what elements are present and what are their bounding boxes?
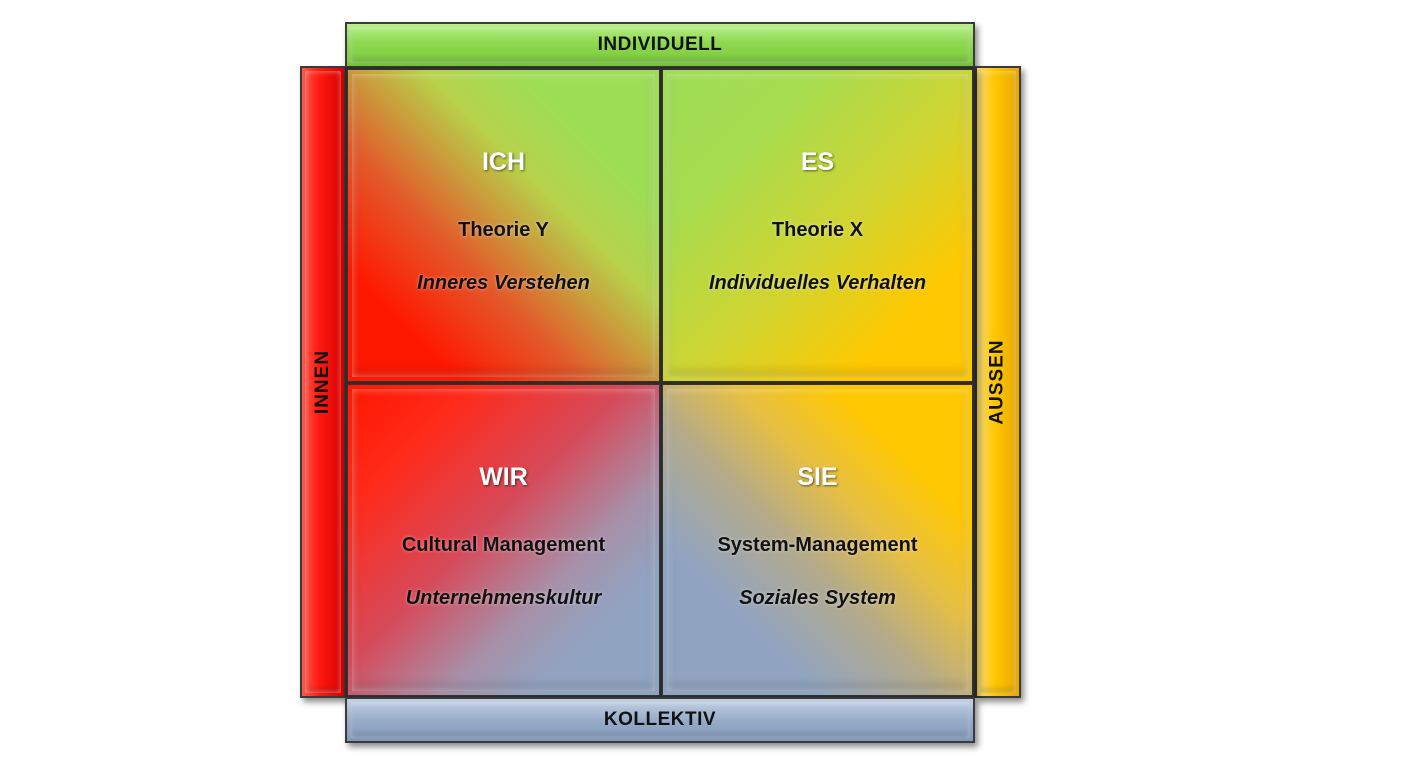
axis-innen-bar: INNEN <box>300 66 346 698</box>
quadrant-ich-description: Inneres Verstehen <box>417 272 590 294</box>
axis-individuell-bar: INDIVIDUELL <box>345 22 975 68</box>
quadrant-wir-subtitle: Cultural Management <box>401 534 606 556</box>
quadrant-ich-title: ICH <box>481 148 526 176</box>
quadrant-sie-title: SIE <box>797 463 838 491</box>
quadrant-wir-description: Unternehmenskultur <box>405 587 602 609</box>
quadrant-sie-subtitle: System-Management <box>717 534 918 556</box>
axis-innen-label: INNEN <box>312 349 333 415</box>
axis-aussen-bar: AUSSEN <box>975 66 1021 698</box>
axis-kollektiv-bar: KOLLEKTIV <box>345 697 975 743</box>
quadrant-es-description: Individuelles Verhalten <box>708 272 927 294</box>
quadrant-es-subtitle: Theorie X <box>771 219 864 241</box>
quadrant-es: ES Theorie X Individuelles Verhalten <box>662 69 973 382</box>
quadrant-grid: ICH Theorie Y Inneres Verstehen ES Theor… <box>345 67 975 698</box>
axis-individuell-label: INDIVIDUELL <box>597 34 723 55</box>
quadrant-wir: WIR Cultural Management Unternehmenskult… <box>347 384 660 696</box>
quadrant-wir-title: WIR <box>479 463 528 491</box>
quadrant-es-title: ES <box>800 148 835 176</box>
axis-aussen-label: AUSSEN <box>987 339 1008 425</box>
quadrant-sie: SIE System-Management Soziales System <box>662 384 973 696</box>
quadrant-ich-subtitle: Theorie Y <box>458 219 549 241</box>
quadrant-ich: ICH Theorie Y Inneres Verstehen <box>347 69 660 382</box>
quadrant-sie-description: Soziales System <box>739 587 896 609</box>
axis-kollektiv-label: KOLLEKTIV <box>603 709 717 730</box>
